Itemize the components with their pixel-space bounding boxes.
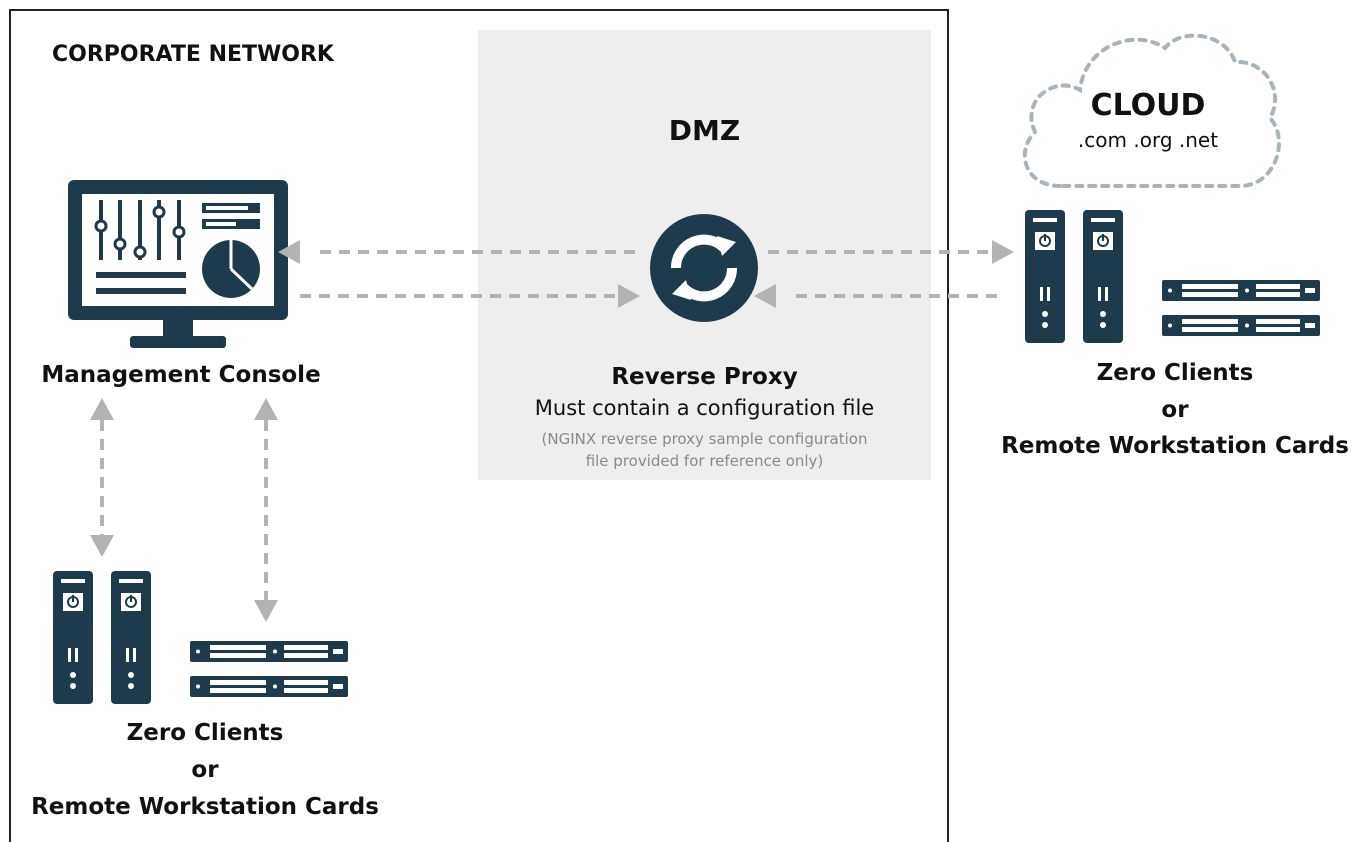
server-tower-icon [110, 570, 152, 705]
server-tower-icon [52, 570, 94, 705]
corporate-network-boundary [9, 9, 949, 842]
local-clients-line2: or [191, 757, 219, 783]
arrow-cloud-to-proxy [754, 284, 1002, 308]
reverse-proxy-note-line1: (NGINX reverse proxy sample configuratio… [541, 430, 868, 448]
reverse-proxy-title: Reverse Proxy [611, 364, 798, 390]
arrow-console-to-proxy [300, 284, 640, 308]
arrow-console-devices-right [254, 398, 278, 622]
monitor-dashboard-icon [68, 180, 288, 348]
reverse-proxy-subtitle: Must contain a configuration file [534, 396, 875, 420]
dmz-title: DMZ [668, 114, 741, 147]
corporate-network-title: CORPORATE NETWORK [52, 42, 334, 67]
cloud-icon [1022, 33, 1281, 188]
rack-server-icon [190, 641, 348, 662]
cloud-clients-line1: Zero Clients [1096, 360, 1254, 386]
cloud-domains: .com .org .net [1077, 128, 1219, 152]
arrow-proxy-to-console [278, 240, 642, 264]
local-clients-line1: Zero Clients [126, 720, 284, 746]
server-tower-icon [1024, 209, 1066, 344]
local-clients-line3: Remote Workstation Cards [31, 794, 379, 820]
arrow-console-devices-left [90, 398, 114, 557]
rack-server-icon [1162, 280, 1320, 301]
reverse-proxy-note-line2: file provided for reference only) [585, 452, 824, 470]
cloud-title: CLOUD [1090, 88, 1206, 123]
sync-icon [650, 214, 758, 322]
management-console-label: Management Console [41, 362, 321, 388]
rack-server-icon [190, 676, 348, 697]
cloud-clients-line3: Remote Workstation Cards [1001, 433, 1349, 459]
cloud-clients-line2: or [1161, 397, 1189, 423]
rack-server-icon [1162, 315, 1320, 336]
server-tower-icon [1082, 209, 1124, 344]
